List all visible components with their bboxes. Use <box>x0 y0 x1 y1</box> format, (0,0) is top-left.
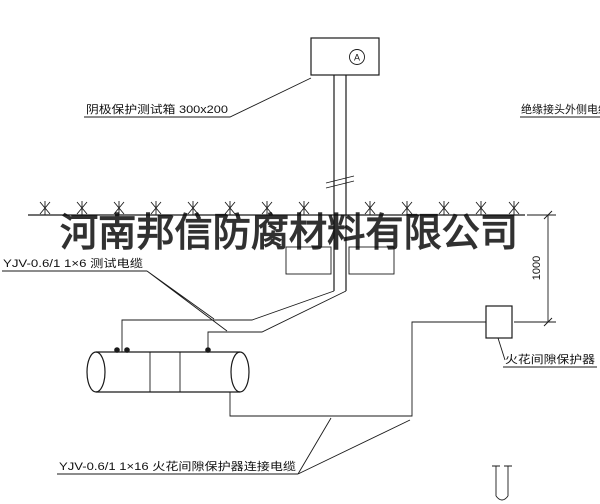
pipeline <box>86 347 250 393</box>
cable-lug-1 <box>114 347 120 353</box>
spark-gap-cable-line <box>229 321 486 417</box>
pipe-end-right <box>230 351 250 393</box>
dimension-1000: 1000 <box>514 210 556 327</box>
test-cable-1 <box>121 290 335 352</box>
test-box-leader <box>84 77 312 118</box>
ground-rod-symbol <box>492 465 512 501</box>
spark-protector-callout: 火花间隙保护器 <box>497 337 597 368</box>
test-box: A <box>310 37 380 76</box>
dimension-text: 1000 <box>531 256 543 280</box>
test-cable-callout: YJV-0.6/1 1×6 测试电缆 <box>2 257 228 332</box>
ammeter-symbol: A <box>349 49 365 65</box>
test-cables <box>121 290 347 352</box>
test-box-callout: 阴极保护测试箱 300x200 <box>84 77 312 118</box>
insulation-joint <box>149 351 181 393</box>
spark-protector-leader <box>497 337 597 368</box>
concrete-block-right <box>348 246 395 275</box>
spark-cable-callout: YJV-0.6/1 1×16 火花间隙保护器连接电缆 <box>57 417 411 475</box>
dimension-extension-lines <box>514 214 556 323</box>
pipe-end-left <box>86 351 106 393</box>
concrete-block-left <box>285 246 332 275</box>
cable-lug-2 <box>124 347 130 353</box>
test-cable-leaders <box>2 270 228 332</box>
spark-cable-leaders <box>57 417 411 475</box>
test-box-label: 阴极保护测试箱 300x200 <box>86 102 228 116</box>
insulation-cable-label: 绝缘接头外侧电缆 <box>521 102 600 116</box>
test-cable-label: YJV-0.6/1 1×6 测试电缆 <box>3 257 143 270</box>
spark-protector-label: 火花间隙保护器 <box>505 352 595 366</box>
post-break-mark <box>325 175 355 189</box>
insulation-cable-callout: 绝缘接头外侧电缆 <box>520 102 600 118</box>
spark-cable-label: YJV-0.6/1 1×16 火花间隙保护器连接电缆 <box>59 459 296 473</box>
watermark-text: 河南邦信防腐材料有限公司 <box>60 212 518 255</box>
spark-gap-protector-box <box>485 305 513 339</box>
cable-lug-3 <box>205 347 211 353</box>
test-cable-2 <box>207 290 347 352</box>
dimension-ticks <box>543 210 553 327</box>
test-post <box>325 75 355 291</box>
ammeter-letter: A <box>354 53 360 63</box>
